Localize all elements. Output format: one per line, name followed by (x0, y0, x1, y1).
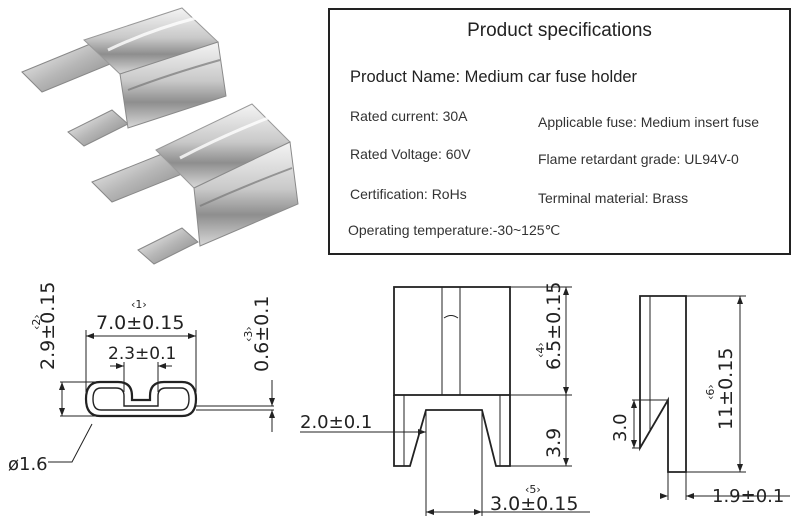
product-photo (21, 7, 299, 265)
dim-tab-width: 2.0±0.1 (300, 412, 372, 433)
dim-thickness: 0.6±0.1 (251, 296, 273, 372)
technical-drawing: ‹1› 7.0±0.15 2.3±0.1 ‹2› 2.9±0.15 ‹3› 0.… (8, 282, 790, 516)
dim-upper: 6.5±0.15 (543, 282, 565, 370)
marker-6: ‹6› (704, 384, 717, 400)
dim-width: 7.0±0.15 (96, 312, 184, 334)
side-view (632, 295, 790, 500)
marker-2: ‹2› (30, 314, 43, 330)
specifications-title: Product specifications (467, 20, 652, 41)
dim-base: 3.0±0.15 (490, 493, 578, 515)
marker-4: ‹4› (534, 342, 547, 358)
specifications-panel: Product specifications Product Name: Med… (328, 8, 791, 255)
applicable-fuse: Applicable fuse: Medium insert fuse (538, 114, 759, 130)
dim-lower: 3.9 (543, 428, 565, 458)
dim-side: 3.0 (610, 413, 631, 442)
dim-total: 11±0.15 (715, 348, 737, 430)
marker-1: ‹1› (131, 298, 147, 311)
dim-foot: 1.9±0.1 (712, 486, 784, 507)
marker-3: ‹3› (242, 326, 255, 342)
flame-retardant-grade: Flame retardant grade: UL94V-0 (538, 151, 739, 167)
certification: Certification: RoHs (350, 186, 467, 202)
rated-current: Rated current: 30A (350, 108, 468, 124)
fuse-terminal-image-1 (21, 7, 227, 147)
product-name: Product Name: Medium car fuse holder (350, 68, 638, 86)
operating-temperature: Operating temperature:-30~125℃ (348, 222, 561, 238)
front-view (300, 286, 590, 516)
terminal-material: Terminal material: Brass (538, 190, 689, 206)
fuse-terminal-image-2 (91, 103, 299, 265)
dim-slot: 2.3±0.1 (108, 344, 176, 364)
dim-diameter: ø1.6 (8, 454, 48, 475)
rated-voltage: Rated Voltage: 60V (350, 146, 471, 162)
dimension-arrows (59, 287, 743, 515)
dim-height: 2.9±0.15 (37, 282, 59, 370)
marker-5: ‹5› (525, 483, 541, 496)
